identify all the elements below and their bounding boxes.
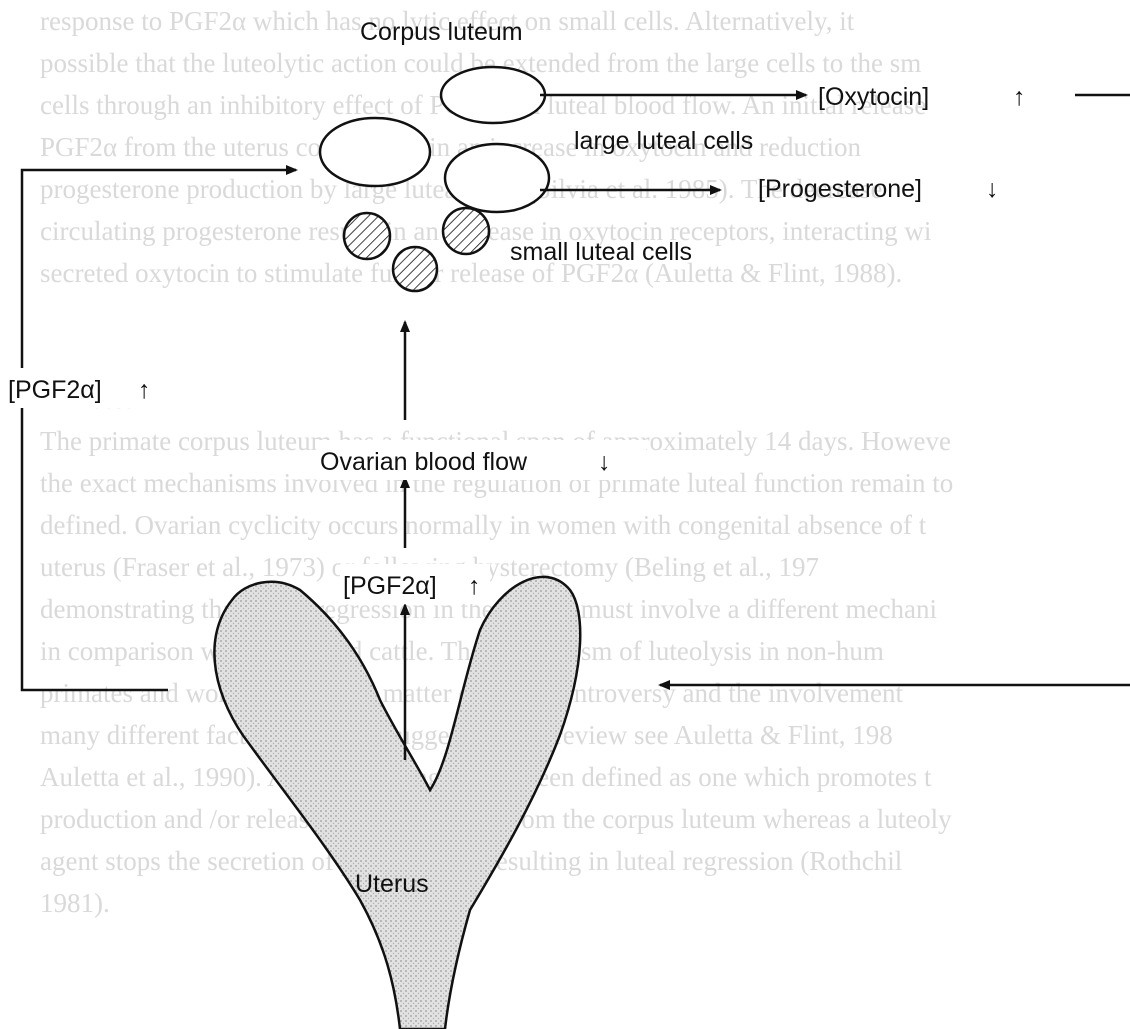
ovarian-blood-flow-label: Ovarian blood flow — [320, 448, 528, 476]
small-luteal-cell — [443, 208, 489, 254]
small-luteal-cells-label: small luteal cells — [510, 238, 692, 266]
blood-flow-down-arrow-icon: ↓ — [598, 448, 611, 476]
large-luteal-cell — [320, 118, 430, 186]
small-luteal-cell — [393, 247, 437, 291]
progesterone-down-arrow-icon: ↓ — [986, 175, 999, 203]
pgf2a-left-up-arrow-icon: ↑ — [138, 376, 151, 404]
uterus-label: Uterus — [355, 870, 429, 898]
oxytocin-up-arrow-icon: ↑ — [1013, 83, 1026, 111]
large-luteal-cell — [445, 144, 549, 212]
corpus-luteum-label: Corpus luteum — [360, 18, 523, 46]
large-luteal-cells-label: large luteal cells — [574, 127, 753, 155]
uterus-shape — [214, 577, 580, 1029]
large-luteal-cell — [441, 67, 545, 123]
pgf2a-center-label: [PGF2α] — [343, 572, 437, 600]
small-luteal-cell — [344, 213, 390, 259]
pgf2a-left-label: [PGF2α] — [8, 376, 102, 404]
progesterone-label: [Progesterone] — [758, 175, 922, 203]
oxytocin-label: [Oxytocin] — [818, 83, 929, 111]
pgf2a-center-up-arrow-icon: ↑ — [468, 572, 481, 600]
